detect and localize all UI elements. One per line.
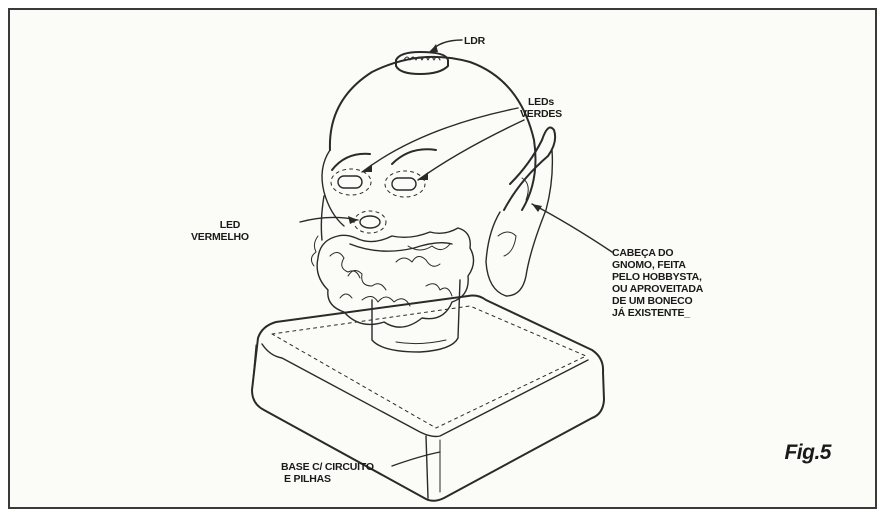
- label-cabeca-line-4: OU APROVEITADA: [612, 283, 703, 295]
- label-ldr: LDR: [464, 35, 485, 47]
- label-base: BASE C/ CIRCUITO E PILHAS: [281, 461, 374, 485]
- neck: [372, 280, 460, 352]
- label-leds-verdes: LEDs VERDES: [520, 96, 562, 120]
- label-leds-line-1: LEDs: [520, 96, 562, 108]
- label-led-vermelho-line-2: VERMELHO: [191, 231, 249, 243]
- arrowheads: [348, 44, 542, 224]
- leader-lines: [300, 40, 612, 466]
- label-cabeca-line-3: PELO HOBBYSTA,: [612, 271, 703, 283]
- label-cabeca-line-1: CABEÇA DO: [612, 247, 703, 259]
- figure-caption: Fig.5: [784, 441, 831, 465]
- label-cabeca-line-6: JÁ EXISTENTE_: [612, 307, 703, 319]
- label-led-vermelho-line-1: LED: [191, 219, 249, 231]
- label-cabeca-line-2: GNOMO, FEITA: [612, 259, 703, 271]
- label-led-vermelho: LED VERMELHO: [191, 219, 249, 243]
- gnome-head: [321, 52, 555, 296]
- label-base-line-1: BASE C/ CIRCUITO: [281, 461, 374, 473]
- label-leds-line-2: VERDES: [520, 108, 562, 120]
- label-ldr-text: LDR: [464, 35, 485, 47]
- gnome-beard: [311, 228, 473, 327]
- label-cabeca-line-5: DE UM BONECO: [612, 295, 703, 307]
- label-cabeca: CABEÇA DO GNOMO, FEITA PELO HOBBYSTA, OU…: [612, 247, 703, 319]
- label-base-line-2: E PILHAS: [281, 473, 374, 485]
